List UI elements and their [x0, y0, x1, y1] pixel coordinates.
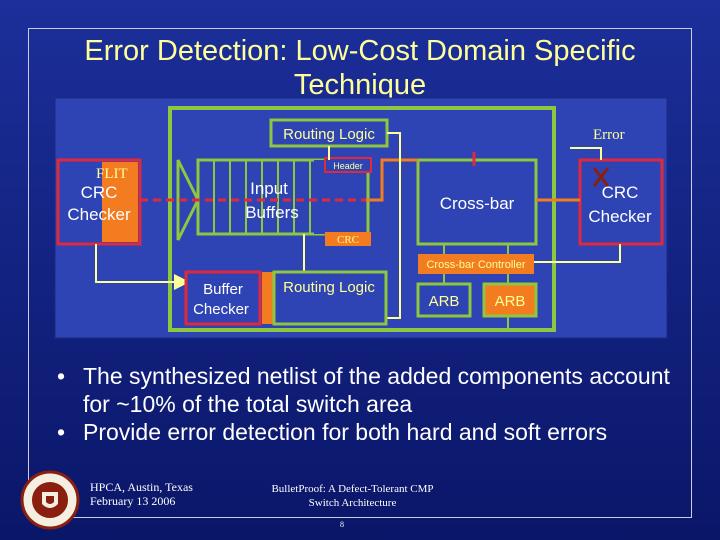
- arb-1-box: [416, 282, 472, 318]
- bullet-item: • The synthesized netlist of the added co…: [55, 362, 675, 418]
- header-label: Header: [333, 161, 363, 171]
- page-number: 8: [340, 520, 344, 529]
- routing-logic-bottom-label: Routing Logic: [283, 279, 375, 296]
- footer-date: February 13 2006: [90, 494, 176, 508]
- input-chevron: [176, 159, 200, 241]
- buffer-checker-label-2: Checker: [193, 301, 249, 318]
- routing-logic-top-label: Routing Logic: [283, 126, 375, 143]
- bullet-list: • The synthesized netlist of the added co…: [55, 362, 675, 446]
- footer-venue-block: HPCA, Austin, Texas February 13 2006: [90, 480, 193, 508]
- bullet-text-2: Provide error detection for both hard an…: [83, 419, 608, 445]
- left-checker-to-buffer-checker: [95, 244, 190, 290]
- error-x-icon: [592, 167, 610, 187]
- bullet-item: • Provide error detection for both hard a…: [55, 418, 675, 446]
- footer-venue: HPCA, Austin, Texas: [90, 480, 193, 494]
- right-crc-checker-box: [578, 158, 664, 246]
- switch-boundary: [168, 106, 556, 332]
- slide-frame: [28, 28, 692, 518]
- crossbar-label: Cross-bar: [440, 194, 515, 213]
- footer-paper-line2: Switch Architecture: [308, 497, 397, 509]
- left-crc-orange-fill: [102, 162, 138, 242]
- right-checker-label: Checker: [588, 207, 652, 226]
- header-box: [324, 157, 372, 173]
- error-feedback-line: [570, 147, 602, 160]
- routing-bottom-link: [376, 132, 401, 319]
- left-checker-label: Checker: [67, 205, 131, 224]
- left-crc-label: CRC: [81, 183, 118, 202]
- crossbar-controller-label: Cross-bar Controller: [426, 259, 525, 271]
- right-crc-label: CRC: [602, 183, 639, 202]
- bullet-text-1: The synthesized netlist of the added com…: [83, 363, 670, 417]
- buffer-checker-accent: [262, 272, 274, 324]
- bullet-dot-icon: •: [57, 419, 66, 445]
- buffer-checker-label-1: Buffer: [203, 281, 243, 298]
- arb-1-label: ARB: [429, 293, 460, 310]
- flit-label: FLIT: [96, 166, 128, 182]
- crossbar-box: [416, 158, 538, 246]
- routing-logic-bottom-box: [272, 270, 388, 326]
- crossbar-controller-box: [418, 254, 534, 274]
- error-label: Error: [593, 127, 625, 143]
- buffer-checker-box: [184, 270, 262, 326]
- arb-2-label: ARB: [495, 293, 526, 310]
- slide-title: Error Detection: Low-Cost Domain Specifi…: [84, 35, 636, 101]
- bullet-dot-icon: •: [57, 363, 66, 389]
- input-label: Input: [250, 179, 288, 198]
- footer-paper-line1: BulletProof: A Defect-Tolerant CMP: [271, 483, 434, 495]
- crc-label-box: [325, 232, 371, 246]
- university-seal-icon: [20, 470, 80, 530]
- footer-paper-block: BulletProof: A Defect-Tolerant CMP Switc…: [230, 482, 475, 510]
- crc-label: CRC: [337, 234, 359, 246]
- buffers-label: Buffers: [245, 203, 299, 222]
- right-checker-to-controller: [532, 244, 621, 263]
- buffer-slots: [213, 160, 311, 234]
- arb-2-box: [482, 282, 538, 318]
